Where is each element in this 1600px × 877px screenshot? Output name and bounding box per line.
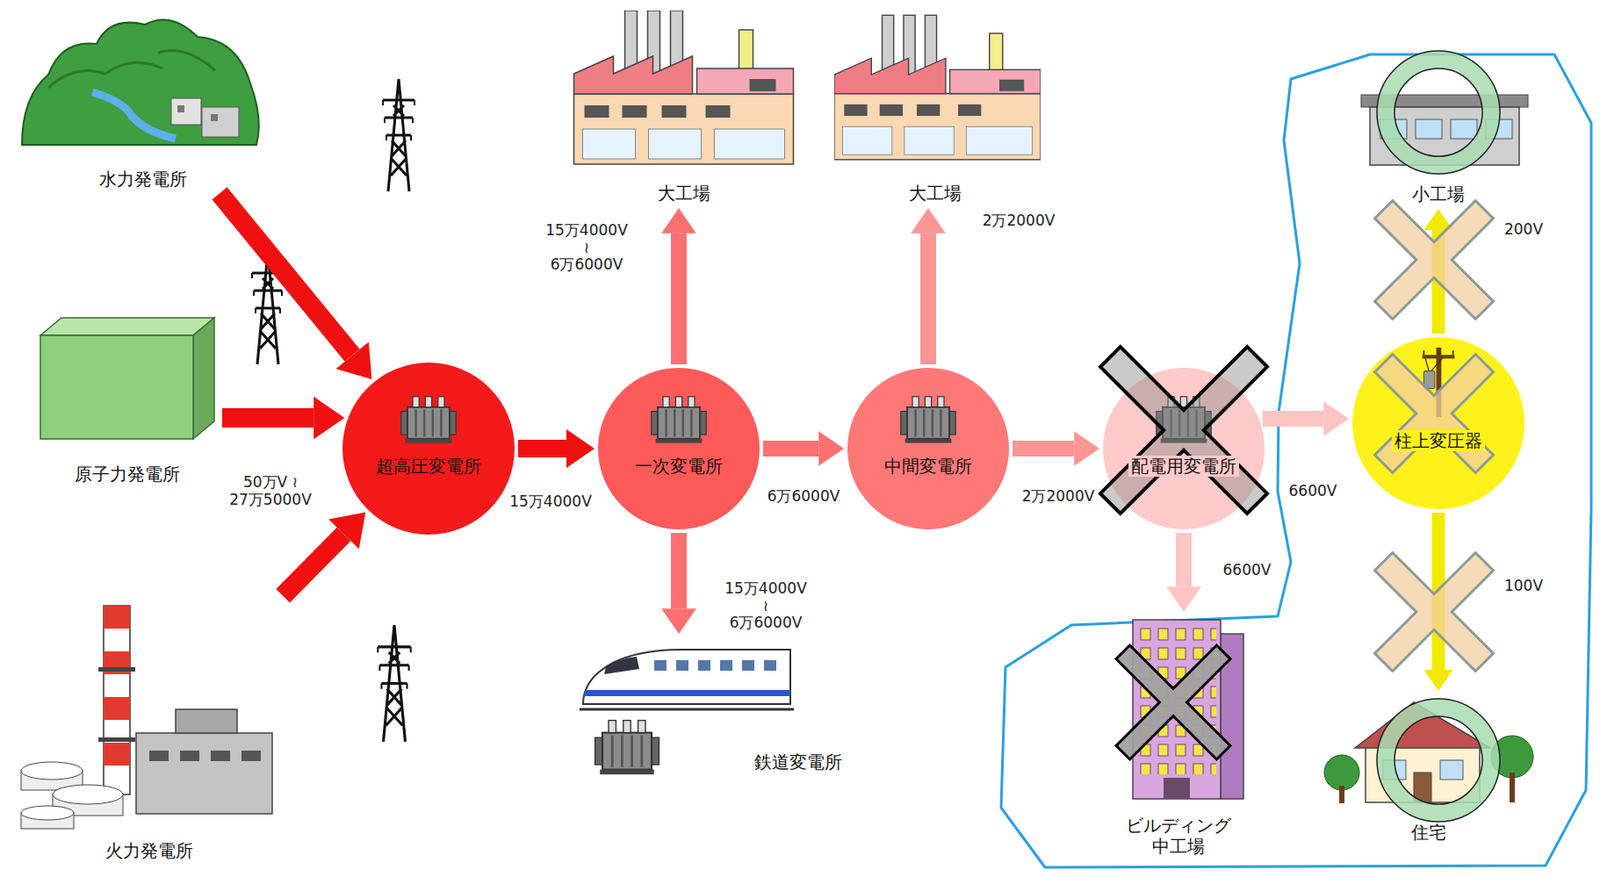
- substation-circle: [597, 367, 761, 531]
- large-factory: 大工場: [829, 10, 1041, 206]
- nuclear-plant: 原子力発電所: [35, 311, 220, 492]
- voltage-label: 6600V: [1220, 562, 1275, 580]
- power-flow-arrow: [282, 534, 344, 597]
- voltage-label: 2万2000V: [1019, 488, 1098, 506]
- node-label: 住宅: [1408, 821, 1449, 844]
- transformer-icon: [900, 396, 956, 444]
- node-label: 鉄道変電所: [751, 751, 845, 773]
- node-label: 配電用変電所: [1128, 455, 1240, 477]
- substation-disc: [598, 367, 760, 530]
- transformer-icon: [651, 396, 707, 444]
- power-flow-arrow: [518, 439, 567, 458]
- node-label: 原子力発電所: [72, 463, 183, 485]
- cross-mark: [1375, 201, 1494, 320]
- substation-circle: [846, 367, 1010, 531]
- node-label: 超高圧変電所: [373, 455, 484, 477]
- power-flow-arrow: [1175, 533, 1192, 587]
- node-label: 一次変電所: [632, 455, 726, 477]
- substation-node: 超高圧変電所: [341, 361, 516, 536]
- large-factory-icon: [834, 14, 1041, 160]
- large-factory: 大工場: [571, 10, 796, 206]
- shinkansen-icon: [579, 649, 794, 710]
- substation-disc: [342, 362, 515, 535]
- voltage-label: 15万4000V ≀ 6万6000V: [721, 580, 810, 633]
- voltage-label: 200V: [1501, 221, 1546, 239]
- voltage-label: 2万2000V: [980, 212, 1059, 231]
- voltage-label: 100V: [1501, 577, 1546, 596]
- voltage-label: 6万6000V: [764, 488, 844, 506]
- cross-mark: [1375, 354, 1494, 474]
- power-flow-arrow: [222, 408, 314, 428]
- power-flow-arrow: [1262, 410, 1325, 427]
- nuclear-plant-icon: [40, 317, 215, 440]
- ok-circle: [1376, 50, 1500, 174]
- node-label: 中間変電所: [881, 455, 975, 477]
- thermal-plant: 火力発電所: [17, 597, 282, 865]
- railway-substation: 鉄道変電所: [581, 636, 845, 800]
- cross-mark: [1116, 645, 1231, 760]
- node-label: 柱上変圧器: [1391, 430, 1485, 452]
- power-flow-arrow: [219, 193, 353, 356]
- power-flow-arrow: [670, 233, 687, 365]
- node-label: 水力発電所: [96, 168, 190, 190]
- power-flow-arrow: [763, 440, 819, 457]
- substation-disc: [847, 367, 1010, 530]
- railway-transformer-icon: [595, 720, 660, 776]
- hydro-plant: 水力発電所: [20, 8, 267, 192]
- power-flow-arrow: [920, 233, 937, 365]
- node-label: 大工場: [655, 182, 714, 204]
- power-flow-arrow: [670, 533, 687, 609]
- node-label: 火力発電所: [102, 840, 196, 862]
- voltage-label: 6600V: [1286, 482, 1341, 501]
- large-factory-icon: [574, 10, 794, 165]
- transmission-tower: [382, 79, 415, 192]
- cross-mark: [1375, 553, 1494, 672]
- voltage-label: 15万4000V: [506, 493, 595, 512]
- cross-mark: [1100, 346, 1268, 514]
- node-label: 大工場: [906, 182, 965, 204]
- house-icon: [1324, 702, 1534, 804]
- hydro-plant-icon: [21, 19, 260, 145]
- transmission-tower: [377, 625, 411, 743]
- transformer-icon: [401, 396, 456, 444]
- ok-circle: [1376, 699, 1500, 822]
- node-label: ビルディング 中工場: [1123, 814, 1234, 858]
- power-flow-arrow: [1012, 440, 1074, 457]
- substation-circle: [341, 361, 516, 536]
- node-label: 小工場: [1409, 183, 1468, 205]
- substation-node: 一次変電所: [597, 367, 761, 531]
- substation-node: 中間変電所: [846, 367, 1010, 531]
- voltage-label: 15万4000V ≀ 6万6000V: [542, 222, 631, 274]
- substation-disc: [1352, 337, 1525, 510]
- voltage-label: 50万V ≀ 27万5000V: [226, 474, 315, 509]
- thermal-plant-icon: [21, 605, 273, 829]
- service-area-outline: [1001, 54, 1592, 868]
